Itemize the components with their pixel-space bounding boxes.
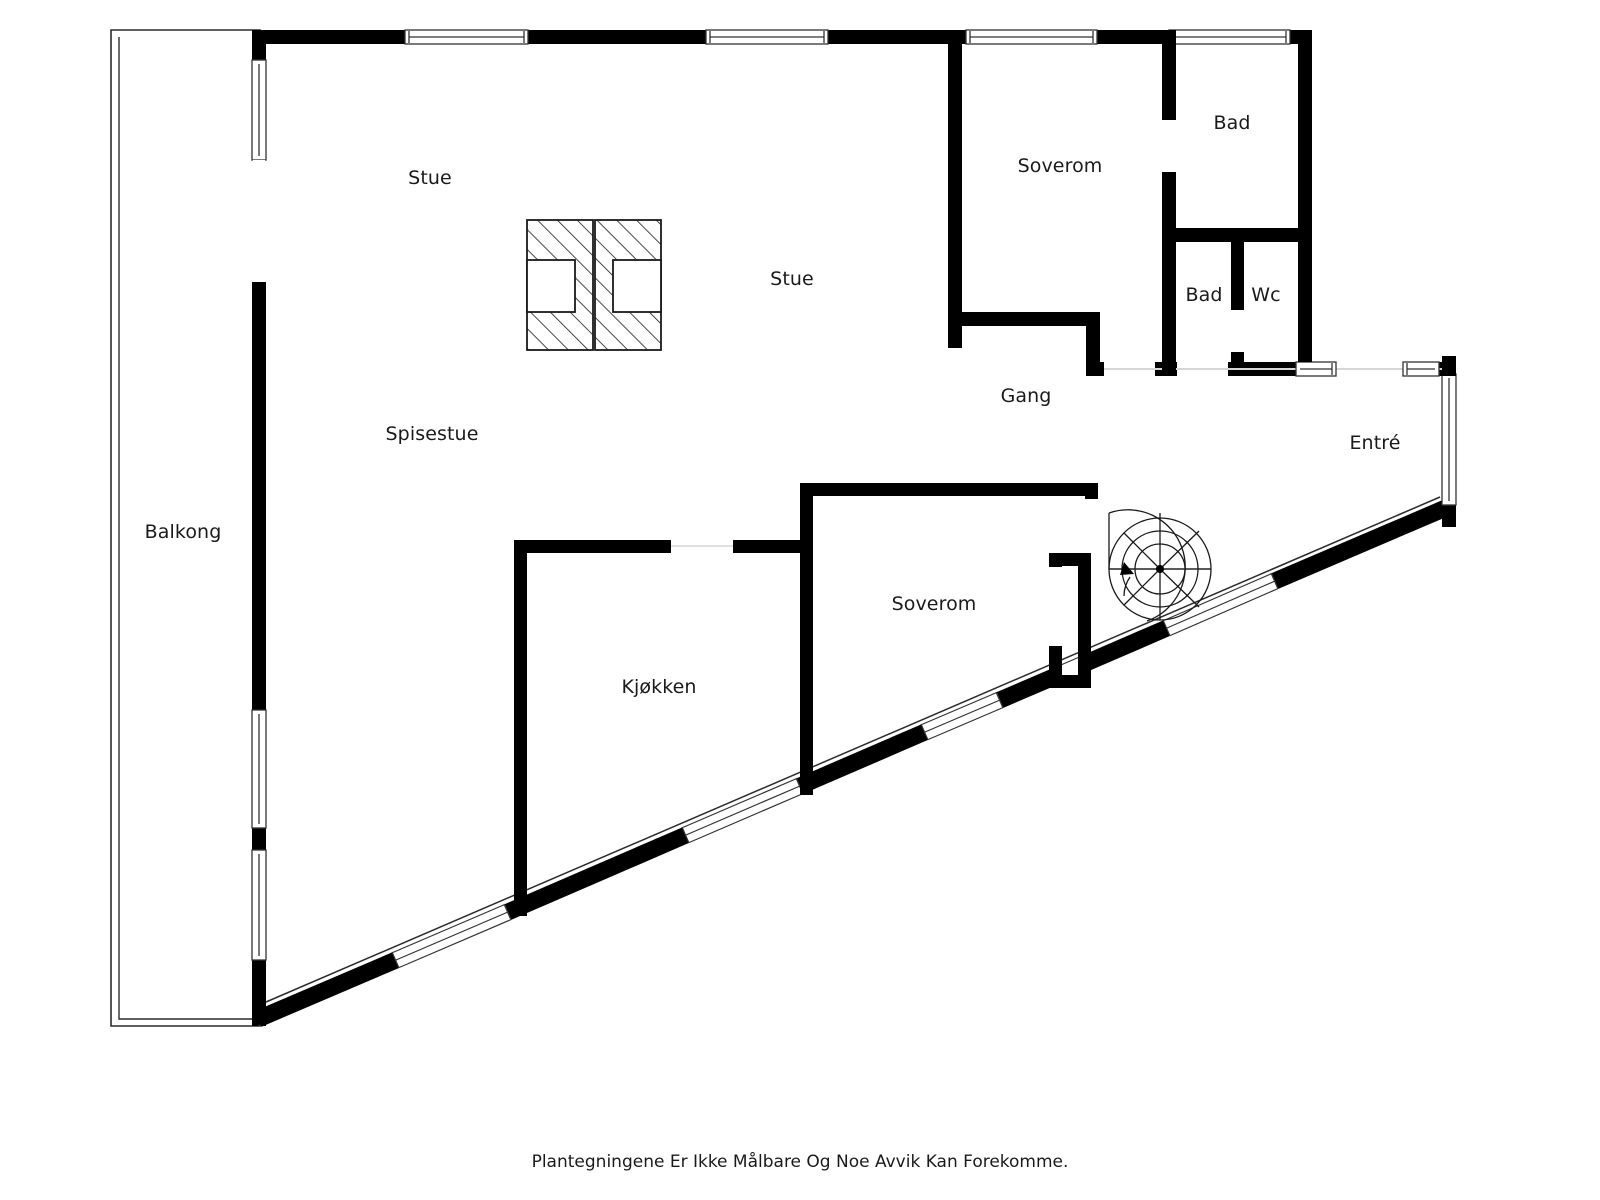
window-icon — [391, 903, 512, 969]
room-label-stue-upper: Stue — [408, 167, 452, 189]
wall-gang-entre — [1096, 361, 1456, 377]
door-icon — [1163, 120, 1175, 172]
window-icon — [681, 777, 804, 844]
door-icon — [1050, 567, 1061, 646]
opening-icon — [253, 160, 265, 282]
window-top-wall-group — [404, 29, 1291, 45]
window-icon — [920, 691, 1004, 741]
room-label-soverom-top: Soverom — [1017, 155, 1103, 177]
wall-bad-large — [1162, 30, 1312, 376]
room-label-entre: Entré — [1349, 432, 1401, 454]
room-label-soverom-main: Soverom — [891, 593, 977, 615]
room-label-gang: Gang — [1000, 385, 1052, 407]
window-icon — [1168, 29, 1291, 45]
door-icon — [251, 849, 267, 961]
balcony-door-group — [251, 59, 267, 961]
wall-bad-wc-divider — [1231, 228, 1244, 368]
room-label-stue-right: Stue — [770, 268, 814, 290]
door-icon — [251, 709, 267, 829]
window-icon — [965, 29, 1098, 45]
room-label-balkong: Balkong — [144, 521, 222, 543]
room-label-bad-large: Bad — [1213, 112, 1251, 134]
spiral-staircase — [1108, 509, 1212, 622]
window-diagonal-group — [391, 572, 1279, 969]
door-icon — [1232, 310, 1243, 352]
wall-stair-closet — [1049, 553, 1091, 688]
exterior-wall-right — [1441, 356, 1457, 527]
room-label-spisestue: Spisestue — [385, 423, 479, 445]
window-icon — [404, 29, 529, 45]
wall-soverom-top — [948, 30, 1100, 376]
door-icon — [1441, 373, 1457, 506]
disclaimer-text: Plantegningene Er Ikke Målbare Og Noe Av… — [531, 1152, 1069, 1172]
wall-kjokken — [514, 540, 800, 916]
fireplace-hatched-block — [526, 219, 662, 351]
door-icon — [1402, 361, 1440, 377]
room-label-wc: Wc — [1251, 284, 1281, 306]
door-icon — [1295, 361, 1337, 377]
window-icon — [1162, 572, 1279, 637]
door-icon — [251, 59, 267, 161]
room-label-kjokken: Kjøkken — [621, 676, 697, 698]
wall-soverom-main — [800, 483, 1098, 795]
window-icon — [705, 29, 829, 45]
exterior-wall-diagonal — [254, 496, 1453, 1027]
room-label-bad-small: Bad — [1185, 284, 1223, 306]
